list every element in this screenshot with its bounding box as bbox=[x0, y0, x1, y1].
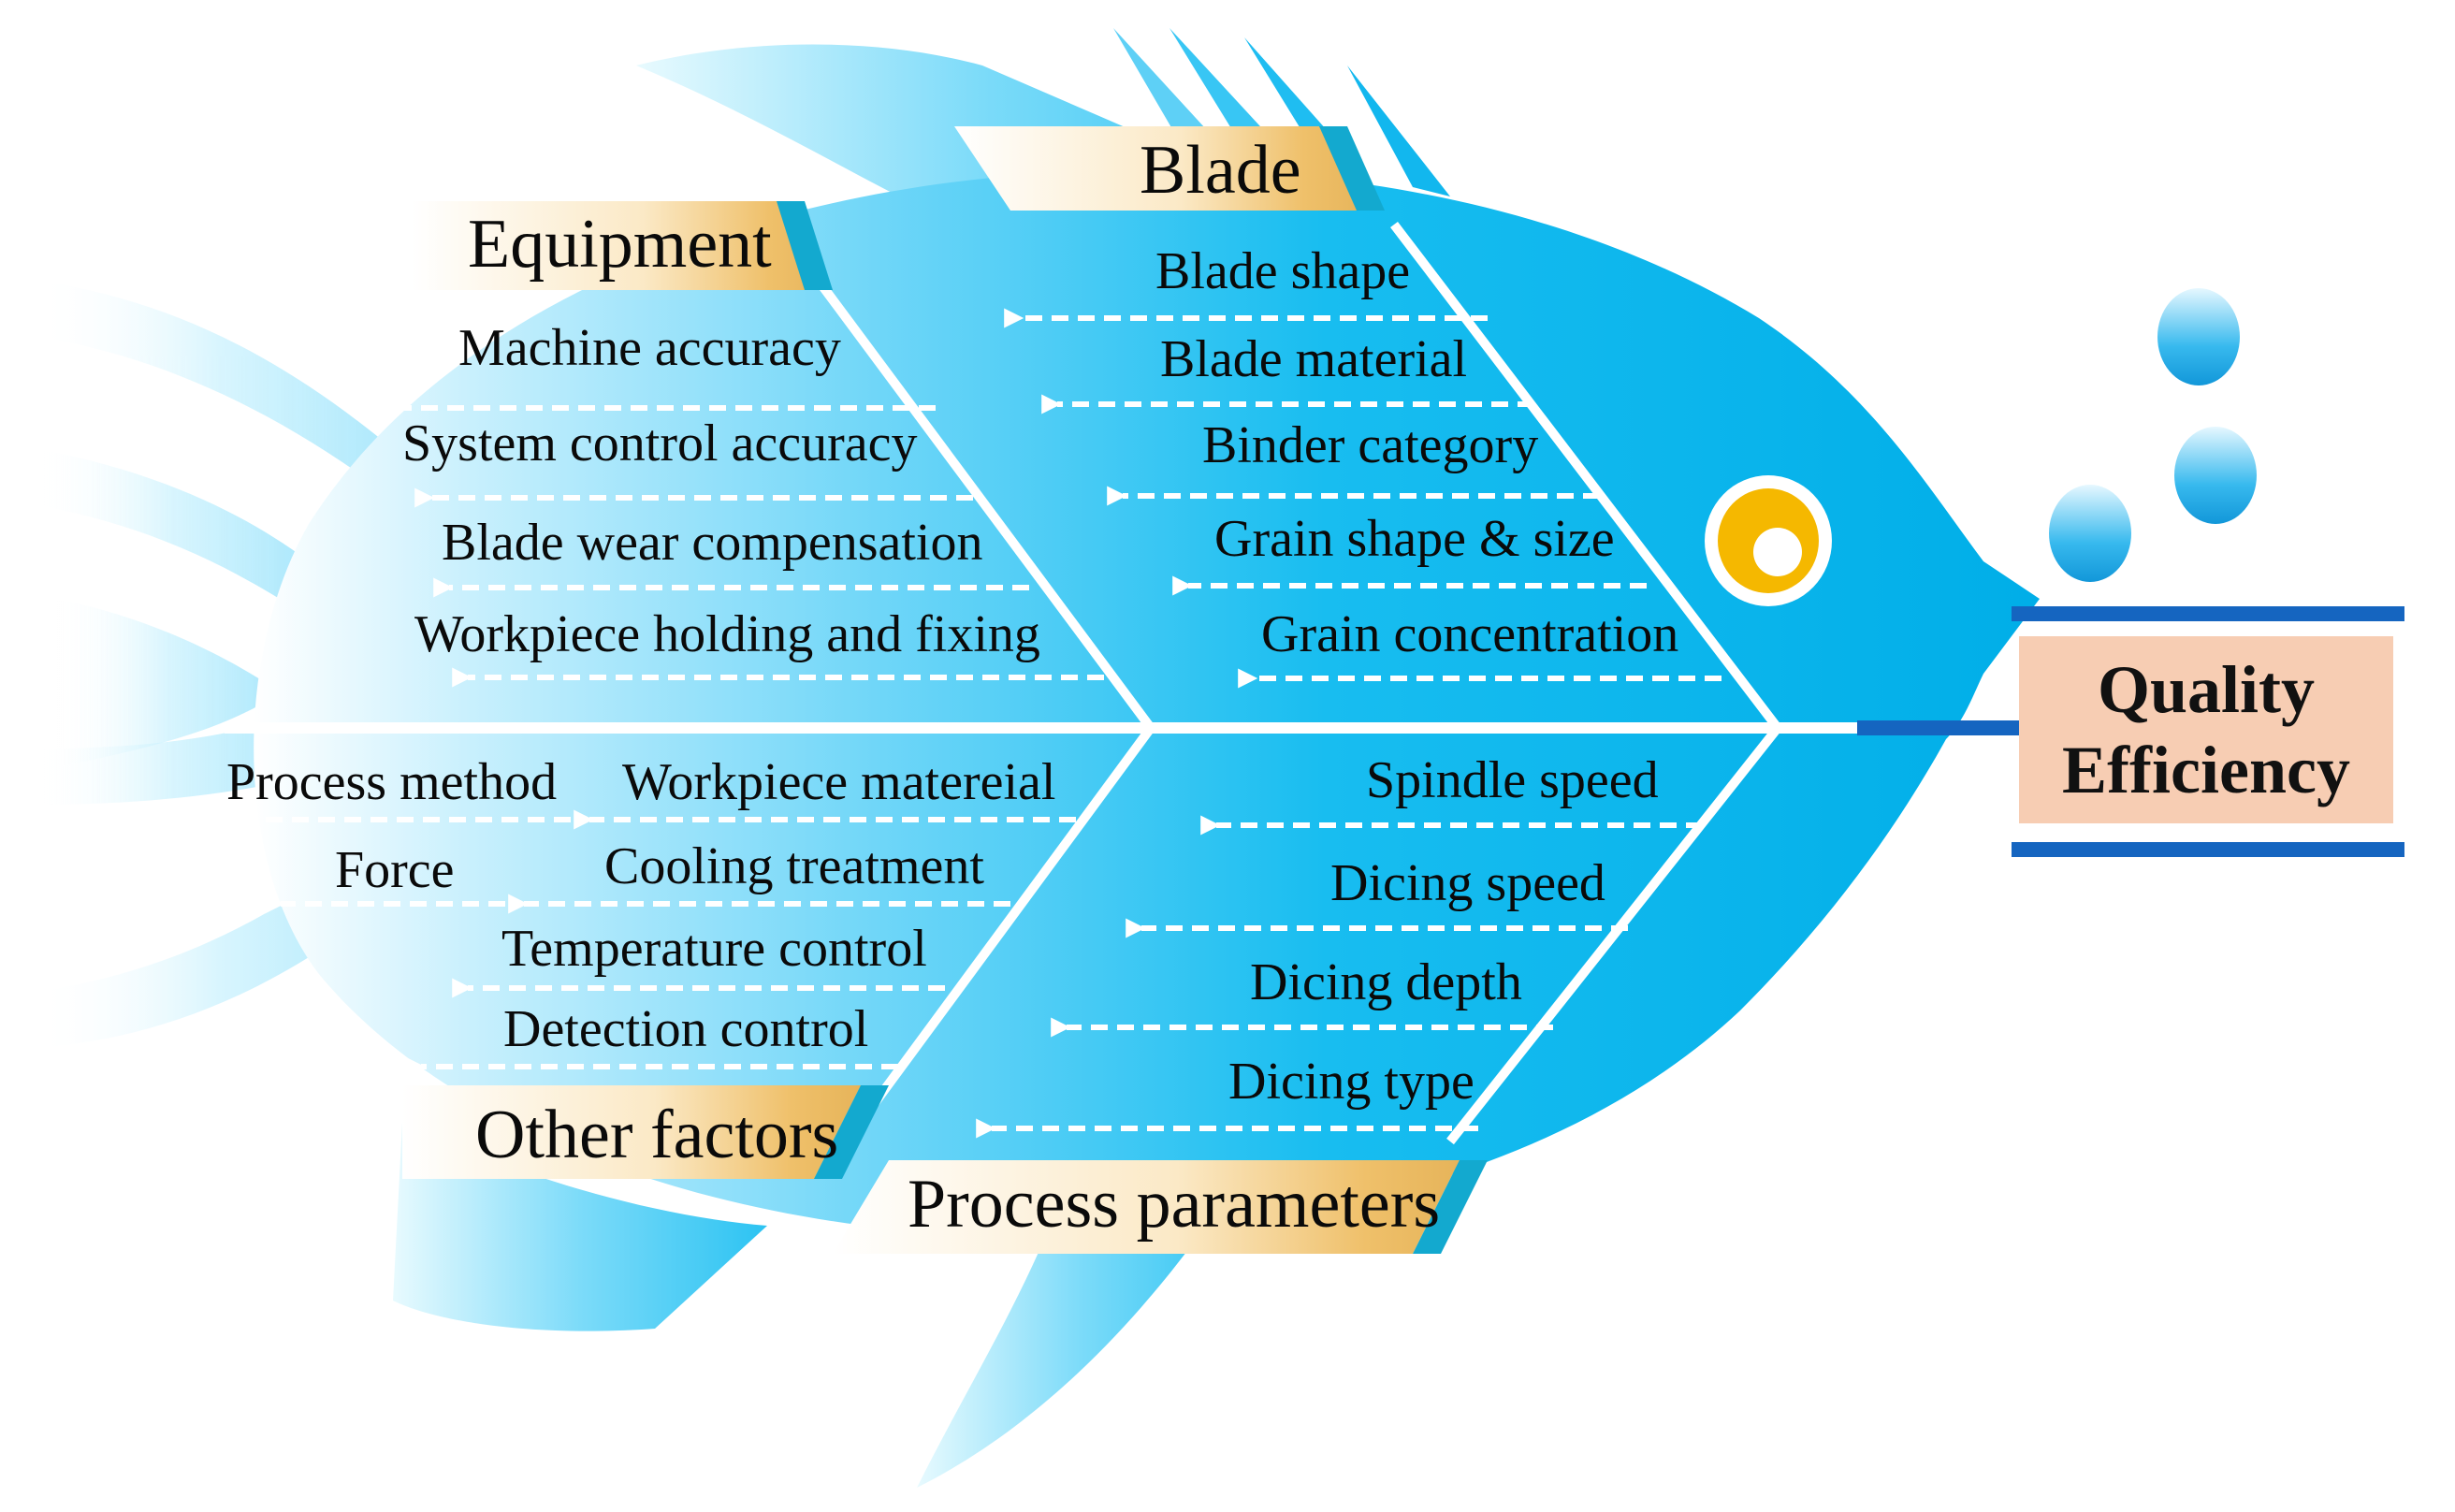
outcome-bar-top bbox=[2012, 606, 2404, 621]
category-label-other: Other factors bbox=[475, 1097, 839, 1173]
cause-spindle-speed: Spindle speed bbox=[1366, 751, 1659, 809]
cause-arrows bbox=[227, 308, 1721, 1139]
cause-workpiece-holding-fixing: Workpiece holding and fixing bbox=[414, 605, 1040, 663]
fish-body bbox=[254, 168, 2040, 1236]
tail-fin bbox=[37, 281, 402, 1048]
top-spines bbox=[1113, 28, 1450, 196]
cause-force: Force bbox=[335, 841, 455, 899]
category-label-blade: Blade bbox=[1140, 132, 1301, 209]
cause-dicing-depth: Dicing depth bbox=[1250, 953, 1522, 1011]
cause-detection-control: Detection control bbox=[503, 1000, 869, 1058]
category-bands bbox=[402, 126, 1488, 1254]
cause-blade-wear-compensation: Blade wear compensation bbox=[442, 514, 983, 572]
cause-cooling-treatment: Cooling treatment bbox=[604, 837, 984, 895]
cause-dicing-type: Dicing type bbox=[1228, 1053, 1474, 1111]
eye bbox=[1705, 475, 1832, 606]
cause-workpiece-material: Workpiece matereial bbox=[622, 753, 1056, 811]
cause-binder-category: Binder category bbox=[1202, 416, 1539, 474]
outcome-box: Quality Efficiency bbox=[2019, 636, 2393, 823]
outcome-quality: Quality bbox=[2097, 651, 2316, 727]
cause-blade-shape: Blade shape bbox=[1155, 242, 1411, 300]
cause-process-method: Process method bbox=[226, 753, 558, 811]
cause-blade-material: Blade material bbox=[1160, 330, 1468, 388]
category-label-process: Process parameters bbox=[908, 1166, 1441, 1243]
cause-grain-concentration: Grain concentration bbox=[1261, 605, 1679, 663]
cause-dicing-speed: Dicing speed bbox=[1330, 854, 1605, 912]
cause-temperature-control: Temperature control bbox=[501, 920, 927, 978]
cause-system-control-accuracy: System control accuracy bbox=[402, 414, 918, 472]
outcome-efficiency: Efficiency bbox=[2062, 733, 2350, 807]
cause-grain-shape-size: Grain shape & size bbox=[1214, 510, 1615, 568]
outcome-bar-bottom bbox=[2012, 842, 2404, 857]
category-label-equipment: Equipment bbox=[468, 206, 772, 283]
bubbles bbox=[2049, 288, 2257, 582]
cause-machine-accuracy: Machine accuracy bbox=[458, 319, 841, 377]
